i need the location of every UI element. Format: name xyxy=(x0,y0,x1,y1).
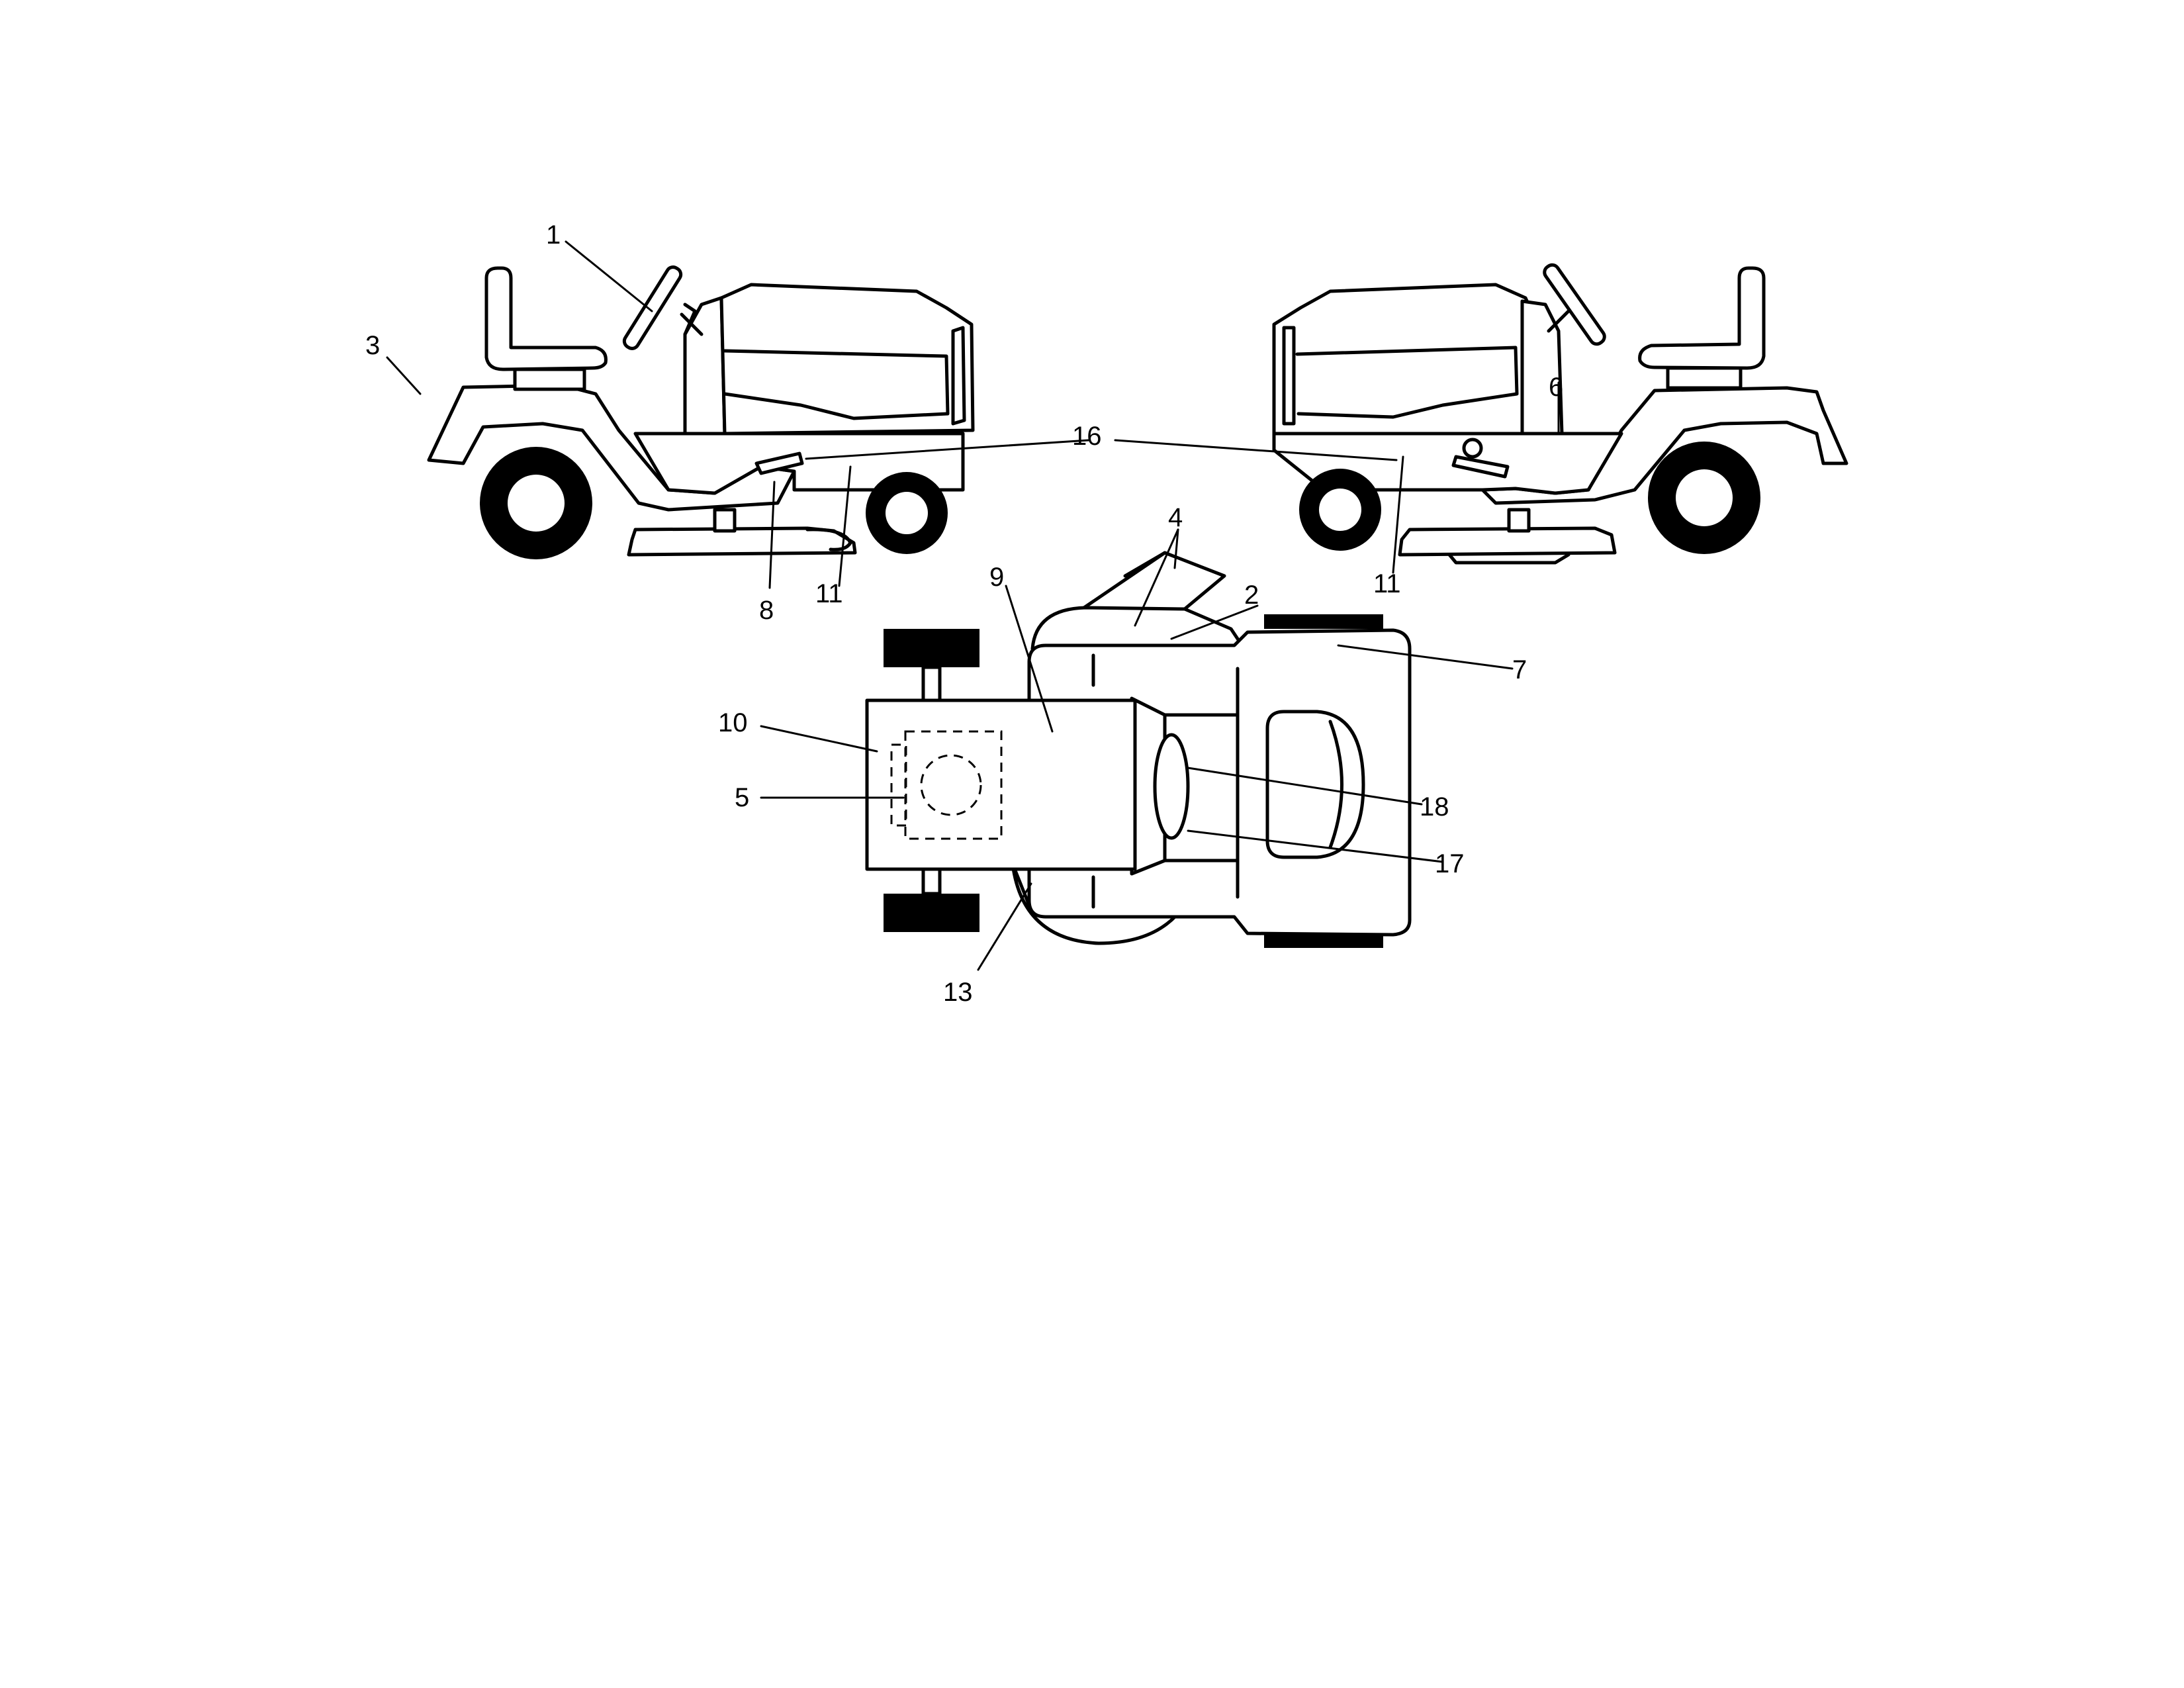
rear-wheel-top xyxy=(884,629,979,667)
seat xyxy=(1638,266,1766,370)
steering-wheel xyxy=(622,265,683,350)
seat-base xyxy=(513,367,586,391)
callout-18: 18 xyxy=(1420,792,1449,821)
callout-11-left: 11 xyxy=(815,579,843,608)
steering-column xyxy=(1547,309,1570,333)
rear-wheel-top xyxy=(884,894,979,932)
steering-tower xyxy=(1520,299,1564,436)
front-wheel-top xyxy=(1264,614,1383,629)
callout-10: 10 xyxy=(718,708,748,737)
callout-6: 6 xyxy=(1549,373,1563,402)
pedal xyxy=(754,451,804,475)
callout-9: 9 xyxy=(989,563,1004,592)
leader-lines xyxy=(386,240,1560,971)
callout-13: 13 xyxy=(943,978,973,1007)
mower-deck xyxy=(1030,606,1246,651)
steering-wheel-top xyxy=(1153,733,1190,840)
hood xyxy=(1272,283,1544,436)
callout-2: 2 xyxy=(1244,581,1259,610)
hood xyxy=(719,283,975,436)
callout-1: 1 xyxy=(546,220,561,250)
lever xyxy=(1451,455,1510,479)
tractor-top-view xyxy=(865,551,1412,948)
tractor-left-side-view xyxy=(427,265,975,559)
steering-wheel xyxy=(1543,263,1606,346)
deck-hanger xyxy=(1507,508,1531,533)
callout-17: 17 xyxy=(1435,849,1465,878)
tractor-right-side-view xyxy=(1272,263,1848,565)
callout-7: 7 xyxy=(1512,655,1527,684)
deck-hanger xyxy=(713,508,737,533)
seat-base xyxy=(1666,366,1743,390)
callout-11-right: 11 xyxy=(1373,569,1401,598)
callout-4: 4 xyxy=(1168,503,1183,532)
steering-column xyxy=(680,312,704,336)
front-wheel-top xyxy=(1264,933,1383,948)
hood-top xyxy=(1265,710,1365,859)
fuel-cap xyxy=(1462,438,1483,459)
callout-16: 16 xyxy=(1072,422,1102,451)
callout-3: 3 xyxy=(365,331,380,360)
mower-deck xyxy=(627,526,857,557)
seat xyxy=(484,266,608,371)
callout-5: 5 xyxy=(735,783,749,812)
callout-labels: 1 3 16 6 8 11 11 4 2 9 7 10 5 18 17 13 xyxy=(365,220,1563,1007)
callout-8: 8 xyxy=(759,596,774,625)
mower-deck xyxy=(1398,526,1617,557)
